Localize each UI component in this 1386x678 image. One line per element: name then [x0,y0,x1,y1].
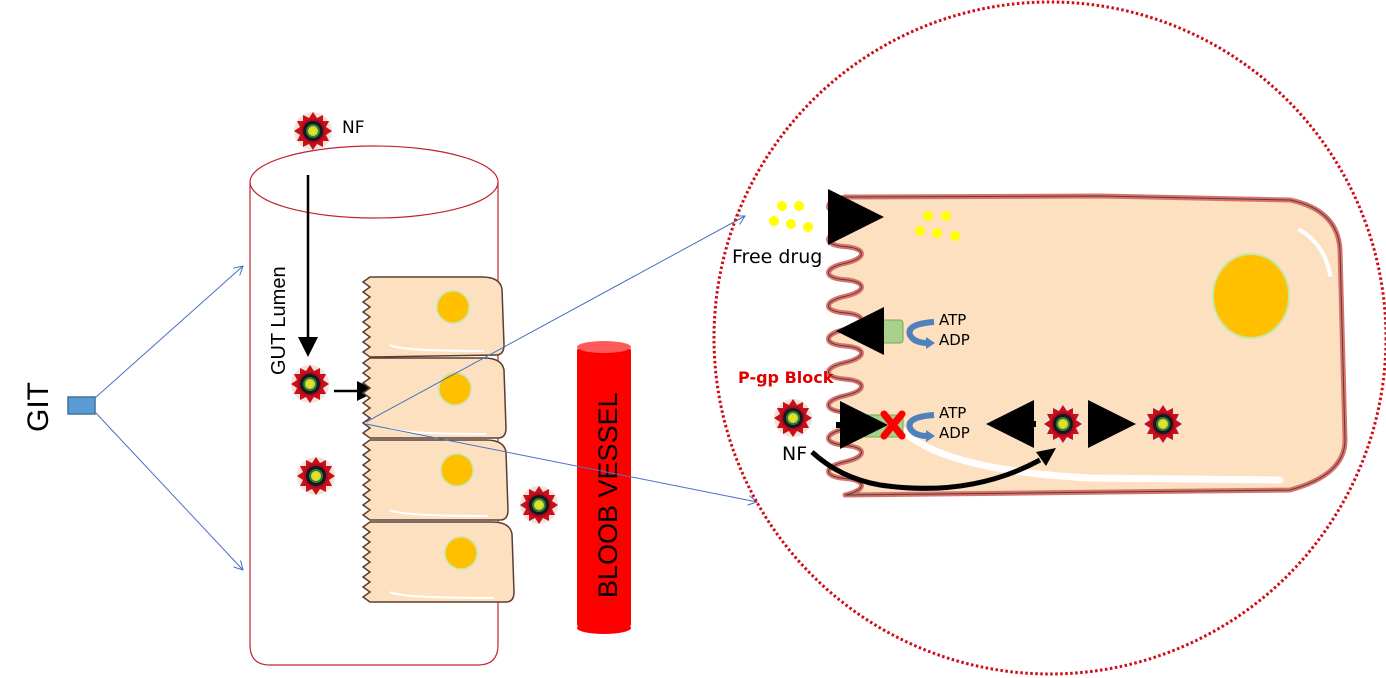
atp-label-1: ATP [939,311,966,329]
gut-lumen-label: GUT Lumen [268,266,290,375]
nanoformulation-icon-outside-cell [774,399,812,437]
callout-line-upper [94,266,243,399]
free-drug-label: Free drug [732,246,822,268]
nanoformulation-icon-outside [520,486,558,524]
nanoformulation-icon-lumen-2 [297,457,335,495]
zoom-line-upper [365,216,745,423]
adp-label-1: ADP [939,331,970,349]
nanoformulation-icon-inside-2 [1144,405,1182,443]
epithelial-cell [361,521,515,603]
nanoformulation-icon-inside [1044,405,1082,443]
zoom-line-lower [365,423,757,502]
nucleus [436,290,470,324]
free-drug-outside [769,201,813,232]
epithelial-cell [361,276,505,358]
git-label: GIT [22,382,55,432]
nucleus [440,453,474,487]
nucleus [438,372,472,406]
free-drug-inside [915,211,960,241]
atp-label-2: ATP [939,404,966,422]
enlarged-cell [826,193,1348,498]
callout-line-lower [94,411,243,570]
nucleus [444,536,478,570]
block-x-icon [880,410,906,440]
cell-highlight [389,344,485,352]
pgp-block-label: P-gp Block [738,368,834,387]
epithelial-cells [361,276,515,603]
cell-highlight [389,509,489,517]
nf-label-zoom: NF [782,443,807,465]
zoom-circle [712,0,1386,676]
pgp-pump-active [836,307,935,355]
blood-vessel-label: BLOOB VESSEL [593,392,623,598]
epithelial-cell [361,439,509,521]
blood-vessel: BLOOB VESSEL [577,341,631,634]
cell-highlight [389,591,495,599]
nanoformulation-icon-top [294,112,332,150]
nucleus [1212,253,1290,339]
nf-label-top: NF [342,118,365,138]
gut-cylinder [249,145,499,666]
bypass-curved-arrow [810,450,1042,491]
adp-label-2: ADP [939,424,970,442]
epithelial-cell [361,357,507,439]
nanoformulation-icon-lumen [291,365,329,403]
git-box [67,396,96,415]
